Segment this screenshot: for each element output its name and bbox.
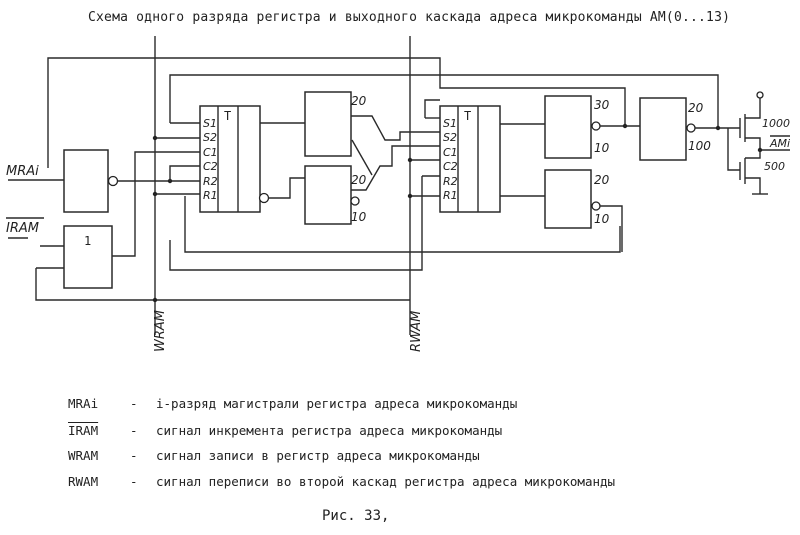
svg-text:20: 20 — [351, 173, 367, 187]
figure-caption: Рис. 33, — [322, 508, 390, 524]
amp-right-upper-block — [544, 95, 592, 159]
legend-code: WRAM — [68, 448, 99, 463]
trigger1-label: T — [224, 109, 231, 123]
legend-code: MRAi — [68, 396, 99, 411]
wram-label: WRAM — [153, 310, 168, 352]
svg-text:R2: R2 — [443, 175, 458, 188]
legend-text: сигнал инкремента регистра адреса микрок… — [156, 423, 503, 438]
svg-text:C2: C2 — [203, 160, 218, 173]
or-gate-label: 1 — [84, 234, 91, 248]
svg-text:20: 20 — [688, 101, 704, 115]
amp-lower-block — [304, 165, 352, 225]
svg-text:20: 20 — [594, 173, 610, 187]
svg-text:C2: C2 — [443, 160, 458, 173]
svg-text:R1: R1 — [203, 189, 218, 202]
or-gate-block — [63, 225, 113, 289]
legend-row: WRAM-сигнал записи в регистр адреса микр… — [68, 448, 480, 463]
trigger2-block — [439, 105, 501, 213]
output-amp-block — [639, 97, 687, 161]
svg-text:S2: S2 — [203, 131, 217, 144]
svg-text:10: 10 — [594, 212, 610, 226]
svg-text:C1: C1 — [443, 146, 458, 159]
rwam-label: RWAM — [409, 311, 424, 352]
svg-text:C1: C1 — [203, 146, 218, 159]
wire-cross-b — [351, 145, 440, 191]
svg-text:20: 20 — [351, 94, 367, 108]
output-am-label: AMi — [769, 137, 790, 150]
svg-text:10: 10 — [351, 210, 367, 224]
trigger2-label: T — [464, 109, 471, 123]
legend-code: IRAM — [68, 423, 99, 438]
amp-right-lower-block — [544, 169, 592, 229]
legend-code: RWAM — [68, 474, 99, 489]
svg-text:S1: S1 — [203, 117, 217, 130]
svg-text:S1: S1 — [443, 117, 457, 130]
wire-cross-a — [351, 115, 440, 141]
trigger1-block — [199, 105, 261, 213]
legend-row: MRAi-i-разряд магистрали регистра адреса… — [68, 396, 518, 411]
legend-text: i-разряд магистрали регистра адреса микр… — [156, 396, 518, 411]
mra-inverter-block — [63, 149, 109, 213]
legend-text: сигнал переписи во второй каскад регистр… — [156, 474, 616, 489]
wire-or-to-c1 — [112, 151, 200, 257]
wire-top-loop — [47, 57, 626, 168]
svg-text:S2: S2 — [443, 131, 457, 144]
legend-row: IRAM-сигнал инкремента регистра адреса м… — [68, 423, 503, 438]
diagram-title: Схема одного разряда регистра и выходног… — [88, 10, 731, 25]
input-iram-label: IRAM — [6, 221, 39, 236]
input-mra-label: MRAi — [6, 164, 39, 179]
svg-text:30: 30 — [594, 98, 610, 112]
svg-text:R2: R2 — [203, 175, 218, 188]
svg-text:500: 500 — [764, 160, 785, 173]
wire-bottom-loop — [35, 268, 410, 301]
mra-inverter-bubble — [107, 175, 119, 187]
svg-text:10: 10 — [594, 141, 610, 155]
svg-text:1000: 1000 — [762, 117, 790, 130]
amp-upper-block — [304, 91, 352, 157]
svg-text:100: 100 — [688, 139, 711, 153]
wire-top-loop2 — [169, 74, 719, 126]
svg-text:R1: R1 — [443, 189, 458, 202]
legend-row: RWAM-сигнал переписи во второй каскад ре… — [68, 474, 616, 489]
legend-text: сигнал записи в регистр адреса микрокома… — [156, 448, 480, 463]
